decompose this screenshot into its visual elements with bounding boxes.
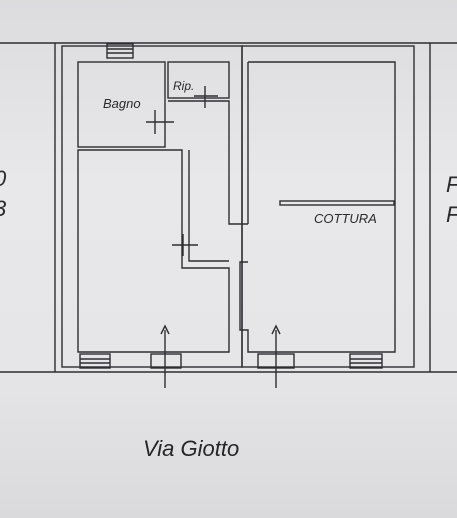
corridor-wall [188, 150, 229, 262]
right-fragment-line-2: F [446, 200, 457, 230]
ripostiglio-room [167, 61, 230, 99]
left-main-room [77, 149, 230, 353]
left-fragment-line-2: 3 [0, 194, 6, 224]
entrance-arrowhead-left [160, 324, 170, 335]
right-fragment-line-1: F [446, 170, 457, 200]
bagno-label: Bagno [103, 96, 141, 111]
cottura-divider [279, 200, 395, 206]
bagno-room [77, 61, 166, 148]
left-edge-fragment: 0 3 [0, 164, 6, 224]
right-edge-fragment: F F [446, 170, 457, 230]
entrance-arrowhead-right [271, 324, 281, 335]
corridor-wall-2 [168, 100, 248, 225]
window-bottom-right [349, 353, 383, 369]
right-unit-outer-wall [241, 45, 415, 368]
cottura-room [239, 61, 396, 353]
street-label: Via Giotto [143, 436, 240, 461]
left-fragment-line-1: 0 [0, 164, 6, 194]
cottura-label: COTTURA [314, 211, 377, 226]
entrance-left [150, 353, 182, 369]
left-unit-outer-wall [61, 45, 243, 368]
window-bottom-left [79, 353, 111, 369]
ripostiglio-label: Rip. [173, 79, 195, 93]
window-top [106, 43, 134, 59]
